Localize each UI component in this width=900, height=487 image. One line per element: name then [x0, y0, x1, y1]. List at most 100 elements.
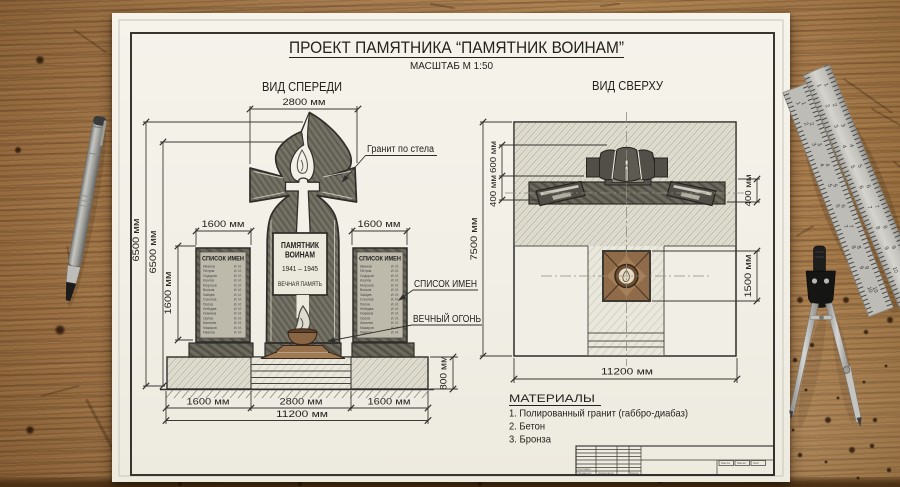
svg-text:10: 10	[865, 286, 873, 294]
svg-text:1: 1	[822, 82, 829, 87]
svg-text:И. И.: И. И.	[234, 312, 242, 316]
svg-text:9: 9	[890, 245, 897, 250]
svg-text:10: 10	[871, 286, 879, 294]
svg-text:Масса: Масса	[721, 461, 730, 465]
svg-text:СПИСОК ИМЕН: СПИСОК ИМЕН	[202, 257, 244, 263]
svg-text:И. И.: И. И.	[391, 298, 399, 302]
svg-text:И. И.: И. И.	[391, 302, 399, 306]
svg-text:Орлов: Орлов	[360, 316, 370, 320]
svg-text:Иванов: Иванов	[203, 265, 215, 269]
svg-text:1: 1	[815, 83, 822, 88]
svg-text:Составил: Составил	[578, 467, 592, 471]
svg-text:3: 3	[816, 142, 823, 147]
svg-text:Волков: Волков	[360, 288, 371, 292]
svg-text:ВИД СПЕРЕДИ: ВИД СПЕРЕДИ	[262, 79, 342, 94]
svg-text:6500 мм: 6500 мм	[131, 219, 141, 262]
svg-text:Лист: Лист	[753, 461, 760, 465]
svg-text:2: 2	[808, 122, 815, 127]
svg-text:Волков: Волков	[203, 288, 214, 292]
svg-text:Павлов: Павлов	[203, 331, 215, 335]
svg-text:2800 мм: 2800 мм	[283, 97, 326, 107]
svg-text:4: 4	[823, 163, 830, 168]
svg-text:1. Полированный гранит (габбро: 1. Полированный гранит (габбро-диабаз)	[509, 408, 688, 420]
svg-text:И. И.: И. И.	[391, 316, 399, 320]
svg-text:И. И.: И. И.	[391, 321, 399, 325]
svg-text:7: 7	[847, 224, 854, 229]
svg-text:2: 2	[831, 103, 838, 108]
svg-text:3: 3	[839, 123, 846, 128]
svg-text:И. И.: И. И.	[234, 331, 242, 335]
svg-text:800 мм: 800 мм	[439, 356, 449, 390]
svg-text:Павлов: Павлов	[360, 331, 372, 335]
svg-text:6: 6	[834, 204, 841, 209]
svg-text:СПИСОК ИМЕН: СПИСОК ИМЕН	[359, 257, 401, 263]
svg-text:9: 9	[863, 265, 870, 270]
svg-text:МАТЕРИАЛЫ: МАТЕРИАЛЫ	[509, 393, 595, 405]
svg-text:И. И.: И. И.	[234, 307, 242, 311]
svg-text:Петров: Петров	[203, 269, 215, 273]
svg-text:И. И.: И. И.	[391, 293, 399, 297]
svg-text:Зайцев: Зайцев	[203, 293, 215, 297]
svg-text:10: 10	[898, 265, 900, 273]
svg-text:И. И.: И. И.	[391, 269, 399, 273]
svg-text:600 мм: 600 мм	[489, 141, 498, 173]
svg-text:Киселев: Киселев	[203, 321, 216, 325]
svg-text:9: 9	[857, 265, 864, 270]
svg-text:7: 7	[873, 204, 880, 209]
svg-text:И. И.: И. И.	[391, 312, 399, 316]
svg-text:И. И.: И. И.	[234, 326, 242, 330]
svg-text:Иванов: Иванов	[360, 265, 372, 269]
svg-text:И. И.: И. И.	[234, 283, 242, 287]
svg-text:Козлов: Козлов	[203, 279, 214, 283]
svg-text:Петров: Петров	[360, 269, 372, 273]
svg-text:ВЕЧНАЯ ПАМЯТЬ: ВЕЧНАЯ ПАМЯТЬ	[278, 281, 322, 288]
svg-text:Орлов: Орлов	[203, 316, 213, 320]
svg-text:Новиков: Новиков	[203, 312, 216, 316]
svg-text:10: 10	[891, 266, 899, 274]
svg-text:2: 2	[824, 104, 831, 109]
svg-text:И. И.: И. И.	[234, 288, 242, 292]
svg-text:6: 6	[864, 184, 871, 189]
svg-text:И. И.: И. И.	[234, 279, 242, 283]
svg-text:3. Бронза: 3. Бронза	[509, 435, 551, 446]
svg-text:4: 4	[818, 163, 825, 168]
svg-text:11200 мм: 11200 мм	[601, 367, 653, 377]
svg-text:Новиков: Новиков	[360, 312, 373, 316]
svg-text:Киселев: Киселев	[360, 321, 373, 325]
svg-text:И. И.: И. И.	[234, 302, 242, 306]
svg-text:5: 5	[826, 183, 833, 188]
svg-text:И. И.: И. И.	[391, 279, 399, 283]
svg-text:1600 мм: 1600 мм	[163, 272, 173, 315]
svg-text:Макаров: Макаров	[203, 326, 217, 330]
svg-text:9: 9	[882, 246, 889, 251]
svg-text:1600 мм: 1600 мм	[187, 397, 230, 407]
svg-text:5: 5	[856, 164, 863, 169]
svg-text:7: 7	[842, 224, 849, 229]
svg-text:5: 5	[831, 183, 838, 188]
svg-text:8: 8	[881, 225, 888, 230]
svg-text:3: 3	[810, 142, 817, 147]
svg-text:Сидоров: Сидоров	[360, 274, 374, 278]
svg-text:ПАМЯТНИК: ПАМЯТНИК	[281, 241, 319, 250]
svg-text:Лебедев: Лебедев	[203, 307, 217, 311]
svg-text:И. И.: И. И.	[391, 274, 399, 278]
svg-text:И. И.: И. И.	[391, 331, 399, 335]
svg-text:Проверил: Проверил	[578, 471, 592, 475]
svg-text:Попов: Попов	[203, 302, 213, 306]
svg-text:2. Бетон: 2. Бетон	[509, 422, 545, 433]
svg-text:Лебедев: Лебедев	[360, 307, 374, 311]
svg-text:2800 мм: 2800 мм	[280, 397, 323, 407]
svg-text:8: 8	[874, 225, 881, 230]
svg-text:8: 8	[855, 245, 862, 250]
svg-text:5: 5	[849, 165, 856, 170]
svg-text:ВИД СВЕРХУ: ВИД СВЕРХУ	[592, 78, 664, 93]
svg-text:ВОИНАМ: ВОИНАМ	[285, 251, 315, 260]
svg-text:И. И.: И. И.	[234, 293, 242, 297]
svg-text:И. И.: И. И.	[234, 265, 242, 269]
svg-text:6500 мм: 6500 мм	[148, 231, 158, 274]
svg-text:Масшт.: Масшт.	[737, 461, 747, 465]
svg-text:1500 мм: 1500 мм	[743, 255, 753, 298]
svg-text:8: 8	[850, 245, 857, 250]
svg-text:И. И.: И. И.	[391, 283, 399, 287]
svg-text:Архитектор: Архитектор	[598, 471, 614, 475]
